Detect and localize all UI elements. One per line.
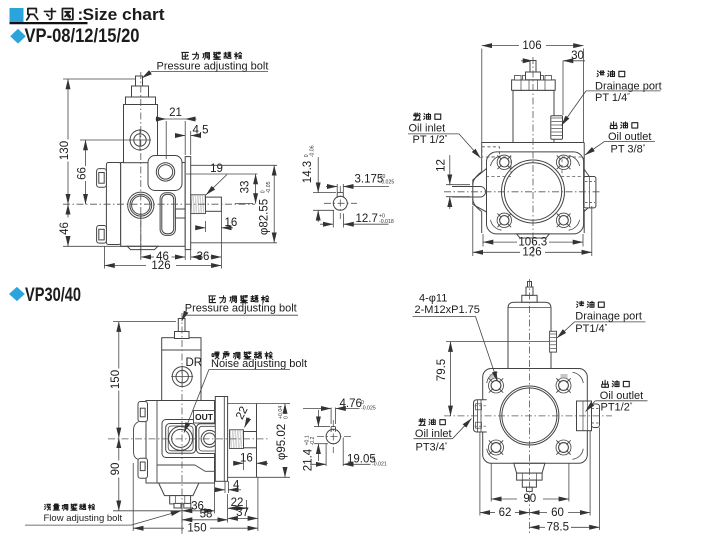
svg-text:-0.025: -0.025 bbox=[361, 406, 376, 412]
svg-text:0: 0 bbox=[260, 190, 266, 193]
svg-text:Noise adjusting bolt: Noise adjusting bolt bbox=[211, 358, 307, 370]
svg-text:-0.06: -0.06 bbox=[310, 145, 316, 157]
svg-text:126: 126 bbox=[151, 260, 170, 272]
svg-text:150: 150 bbox=[110, 370, 122, 389]
svg-text:36: 36 bbox=[191, 501, 204, 513]
svg-text:Flow adjusting bolt: Flow adjusting bolt bbox=[44, 513, 123, 524]
svg-text:Oil inlet: Oil inlet bbox=[415, 428, 452, 440]
svg-text:19.05: 19.05 bbox=[347, 454, 376, 466]
svg-text:4.76: 4.76 bbox=[340, 398, 362, 410]
svg-text:106: 106 bbox=[522, 40, 541, 52]
svg-text:PT3/4″: PT3/4″ bbox=[416, 442, 448, 454]
svg-text:0: 0 bbox=[372, 456, 375, 462]
svg-text:79.5: 79.5 bbox=[436, 359, 448, 381]
svg-text:Oil outlet: Oil outlet bbox=[608, 131, 651, 143]
svg-text:78.5: 78.5 bbox=[547, 521, 569, 533]
svg-text:46: 46 bbox=[156, 251, 169, 263]
svg-text:3.175: 3.175 bbox=[355, 174, 384, 186]
svg-text:φ82.55: φ82.55 bbox=[258, 199, 270, 235]
svg-text:0: 0 bbox=[304, 154, 310, 157]
svg-text:+0: +0 bbox=[380, 174, 386, 180]
svg-text::: : bbox=[78, 5, 84, 24]
svg-text:Size chart: Size chart bbox=[83, 5, 165, 24]
svg-text:+0.1: +0.1 bbox=[305, 435, 311, 445]
svg-text:4-φ11: 4-φ11 bbox=[419, 292, 447, 304]
svg-text:Pressure adjusting bolt: Pressure adjusting bolt bbox=[157, 60, 269, 72]
svg-text:12: 12 bbox=[436, 159, 448, 172]
svg-text:4: 4 bbox=[233, 479, 240, 491]
svg-text:+0: +0 bbox=[379, 214, 385, 220]
svg-text:12.7: 12.7 bbox=[356, 213, 378, 225]
svg-text:Drainage port: Drainage port bbox=[575, 310, 642, 322]
svg-text:46: 46 bbox=[59, 222, 71, 235]
svg-text:58: 58 bbox=[200, 508, 213, 520]
svg-text:16: 16 bbox=[240, 452, 253, 464]
svg-text:106.3: 106.3 bbox=[518, 237, 547, 249]
svg-text:19: 19 bbox=[210, 163, 223, 175]
svg-text:21: 21 bbox=[169, 107, 182, 119]
svg-text:-0.05: -0.05 bbox=[266, 181, 272, 193]
svg-text:Oil inlet: Oil inlet bbox=[409, 123, 446, 135]
svg-text:60: 60 bbox=[551, 507, 564, 519]
svg-text:90: 90 bbox=[523, 493, 536, 505]
svg-text:Drainage port: Drainage port bbox=[595, 81, 662, 93]
svg-text:22: 22 bbox=[231, 497, 244, 509]
svg-text:21.4: 21.4 bbox=[303, 448, 315, 471]
svg-text:126: 126 bbox=[522, 247, 541, 259]
svg-text:30: 30 bbox=[571, 50, 584, 62]
svg-text:PT 1/4″: PT 1/4″ bbox=[595, 92, 630, 104]
svg-text:+0.04: +0.04 bbox=[278, 406, 284, 419]
svg-text:-0.2: -0.2 bbox=[310, 436, 316, 445]
svg-text:VP30/40: VP30/40 bbox=[25, 285, 81, 306]
svg-text:2-M12xP1.75: 2-M12xP1.75 bbox=[415, 304, 480, 316]
svg-text:PT1/2″: PT1/2″ bbox=[601, 402, 633, 414]
svg-text:DR: DR bbox=[186, 357, 203, 369]
svg-text:VP-08/12/15/20: VP-08/12/15/20 bbox=[25, 26, 140, 47]
svg-text:Oil outlet: Oil outlet bbox=[600, 390, 643, 402]
svg-text:66: 66 bbox=[77, 167, 89, 180]
svg-text:0: 0 bbox=[361, 400, 364, 406]
svg-text:150: 150 bbox=[187, 522, 206, 534]
svg-text:PT1/4″: PT1/4″ bbox=[575, 323, 607, 335]
svg-text:-0.021: -0.021 bbox=[372, 461, 387, 467]
svg-text:36: 36 bbox=[197, 251, 210, 263]
svg-text:33: 33 bbox=[239, 181, 251, 194]
svg-text:130: 130 bbox=[59, 141, 71, 160]
svg-text:62: 62 bbox=[499, 507, 512, 519]
svg-text:0: 0 bbox=[284, 416, 290, 419]
svg-text:φ95.02: φ95.02 bbox=[276, 424, 288, 460]
svg-text:14.3: 14.3 bbox=[302, 161, 314, 183]
svg-text:37: 37 bbox=[236, 507, 249, 519]
svg-text:PT 3/8″: PT 3/8″ bbox=[611, 144, 646, 156]
svg-text:-0.018: -0.018 bbox=[379, 219, 394, 225]
svg-text:4.5: 4.5 bbox=[193, 125, 209, 137]
svg-text:OUT: OUT bbox=[195, 412, 214, 422]
svg-text:PT 1/2″: PT 1/2″ bbox=[413, 134, 448, 146]
svg-text:Pressure adjusting bolt: Pressure adjusting bolt bbox=[185, 303, 297, 315]
svg-text:90: 90 bbox=[110, 463, 122, 476]
svg-text:16: 16 bbox=[225, 217, 238, 229]
svg-text:-0.025: -0.025 bbox=[380, 180, 395, 186]
